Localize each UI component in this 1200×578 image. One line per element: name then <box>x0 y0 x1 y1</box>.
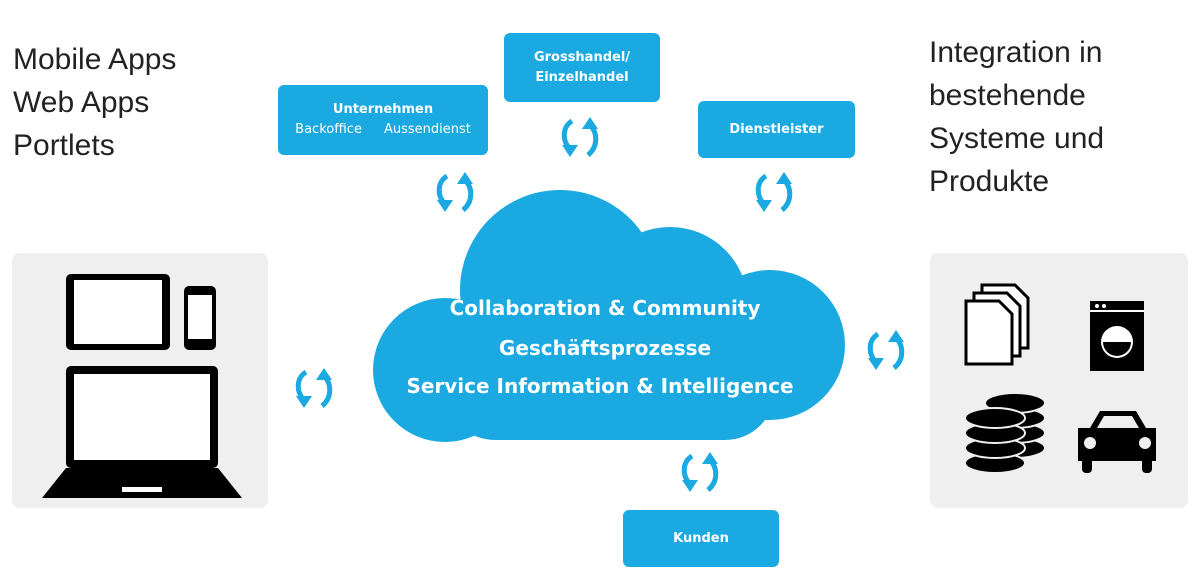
heading-line: bestehende <box>929 79 1086 112</box>
unternehmen-box: Unternehmen Backoffice Aussendienst <box>278 85 488 155</box>
box-title: Unternehmen <box>332 102 434 117</box>
cloud-line: Service Information & Intelligence <box>406 374 794 398</box>
heading-line: Integration in <box>929 36 1103 69</box>
sync-icon <box>433 170 477 214</box>
cloud-line: Geschäftsprozesse <box>498 336 712 360</box>
sync-icon <box>864 328 908 372</box>
box-label: Kunden <box>673 530 729 546</box>
sync-icon <box>752 170 796 214</box>
documents-icon <box>964 283 1030 366</box>
devices-panel <box>12 253 268 508</box>
box-label: Dienstleister <box>729 121 824 137</box>
cloud-line: Collaboration & Community <box>449 296 761 320</box>
heading-line: Portlets <box>13 129 115 162</box>
kunden-box: Kunden <box>623 510 779 567</box>
systems-panel <box>930 253 1188 508</box>
box-line: Grosshandel/ <box>533 49 631 65</box>
database-icon <box>964 392 1046 474</box>
heading-line: Web Apps <box>13 86 150 119</box>
handel-box: Grosshandel/ Einzelhandel <box>504 33 660 102</box>
washing-machine-icon <box>1090 301 1144 371</box>
heading-line: Produkte <box>929 165 1050 198</box>
heading-line: Mobile Apps <box>13 43 177 76</box>
sync-icon <box>292 366 336 410</box>
heading-line: Systeme und <box>929 122 1105 155</box>
devices-icon <box>42 274 242 498</box>
sync-icon <box>558 115 602 159</box>
sync-icon <box>678 450 722 494</box>
left-heading: Mobile Apps Web Apps Portlets <box>13 38 176 167</box>
box-sub: Backoffice <box>295 122 362 137</box>
right-heading: Integration in bestehende Systeme und Pr… <box>929 31 1104 203</box>
box-line: Einzelhandel <box>535 69 629 85</box>
cloud-shape <box>373 190 845 442</box>
dienstleister-box: Dienstleister <box>698 101 855 158</box>
car-icon <box>1078 411 1156 473</box>
systems-icons <box>964 283 1156 474</box>
box-sub: Aussendienst <box>383 122 471 137</box>
